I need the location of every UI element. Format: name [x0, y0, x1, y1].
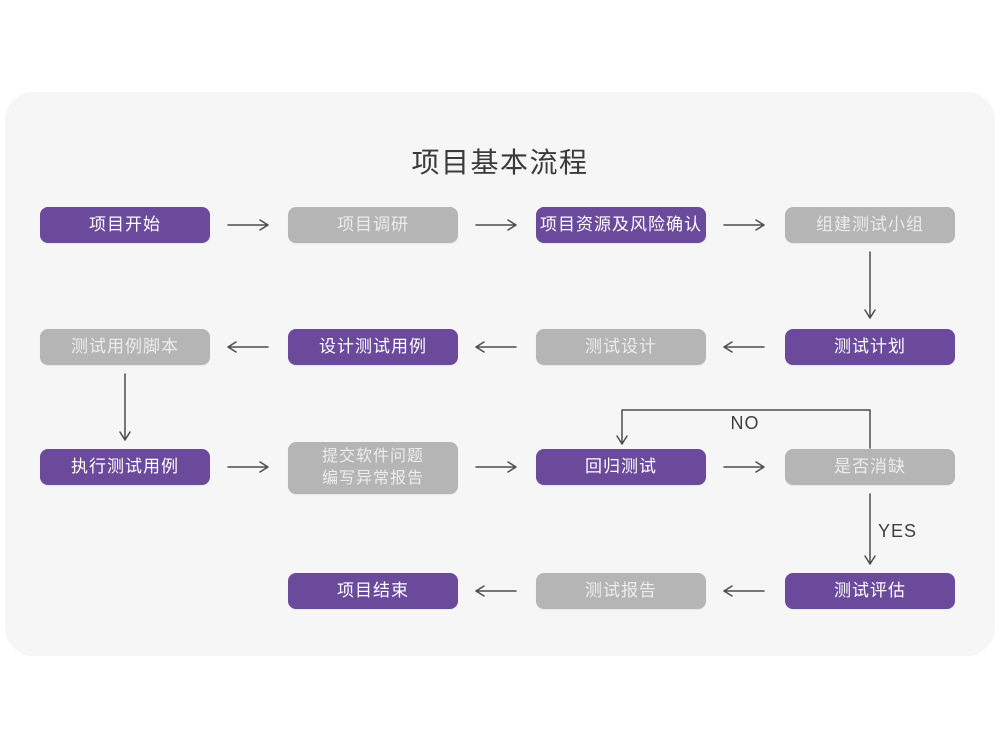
flowchart-card	[5, 92, 995, 656]
node-project-resources-risk: 项目资源及风险确认	[536, 207, 706, 243]
node-execute-test-cases: 执行测试用例	[40, 449, 210, 485]
page-title: 项目基本流程	[411, 147, 589, 178]
node-test-design: 测试设计	[536, 329, 706, 365]
node-test-evaluation: 测试评估	[785, 573, 955, 609]
node-project-end: 项目结束	[288, 573, 458, 609]
node-project-research: 项目调研	[288, 207, 458, 243]
node-test-case-script: 测试用例脚本	[40, 329, 210, 365]
node-test-plan: 测试计划	[785, 329, 955, 365]
node-project-start: 项目开始	[40, 207, 210, 243]
node-regression-test: 回归测试	[536, 449, 706, 485]
node-form-test-team: 组建测试小组	[785, 207, 955, 243]
node-design-test-cases: 设计测试用例	[288, 329, 458, 365]
node-defect-resolved: 是否消缺	[785, 449, 955, 485]
edge-label-yes: YES	[878, 521, 918, 541]
node-test-report: 测试报告	[536, 573, 706, 609]
edge-label-no: NO	[730, 413, 760, 433]
node-submit-issue-report: 提交软件问题 编写异常报告	[288, 442, 458, 494]
